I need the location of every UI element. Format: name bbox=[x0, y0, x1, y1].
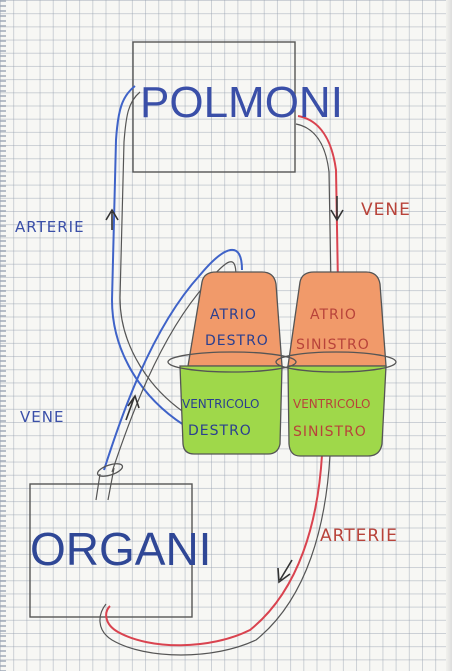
pulmonary-vein-vessel bbox=[298, 116, 338, 285]
vene-left-label: VENE bbox=[20, 408, 64, 426]
left-atrium-label-line2: SINISTRO bbox=[296, 337, 370, 353]
arrow-down-lower-right-icon bbox=[278, 560, 292, 582]
right-atrium-label-line1: ATRIO bbox=[210, 307, 257, 323]
right-ventricle-label-line2: DESTRO bbox=[188, 423, 252, 439]
right-atrium-label-line2: DESTRO bbox=[205, 333, 269, 349]
arrow-down-right-icon bbox=[331, 196, 343, 220]
vene-right-label: VENE bbox=[361, 200, 411, 220]
left-atrium-label-line1: ATRIO bbox=[310, 307, 357, 323]
lungs-label: POLMONI bbox=[140, 78, 343, 128]
left-ventricle-label-line1: VENTRICOLO bbox=[293, 397, 371, 411]
organs-label: ORGANI bbox=[30, 522, 211, 576]
left-ventricle bbox=[288, 366, 386, 456]
arrow-up-left-icon bbox=[106, 210, 118, 230]
right-ventricle-label-line1: VENTRICOLO bbox=[182, 397, 260, 411]
pulmonary-vein-outline bbox=[296, 124, 331, 285]
arterie-left-label: ARTERIE bbox=[15, 218, 85, 236]
arterie-right-label: ARTERIE bbox=[320, 526, 398, 546]
left-ventricle-label-line2: SINISTRO bbox=[293, 424, 367, 440]
